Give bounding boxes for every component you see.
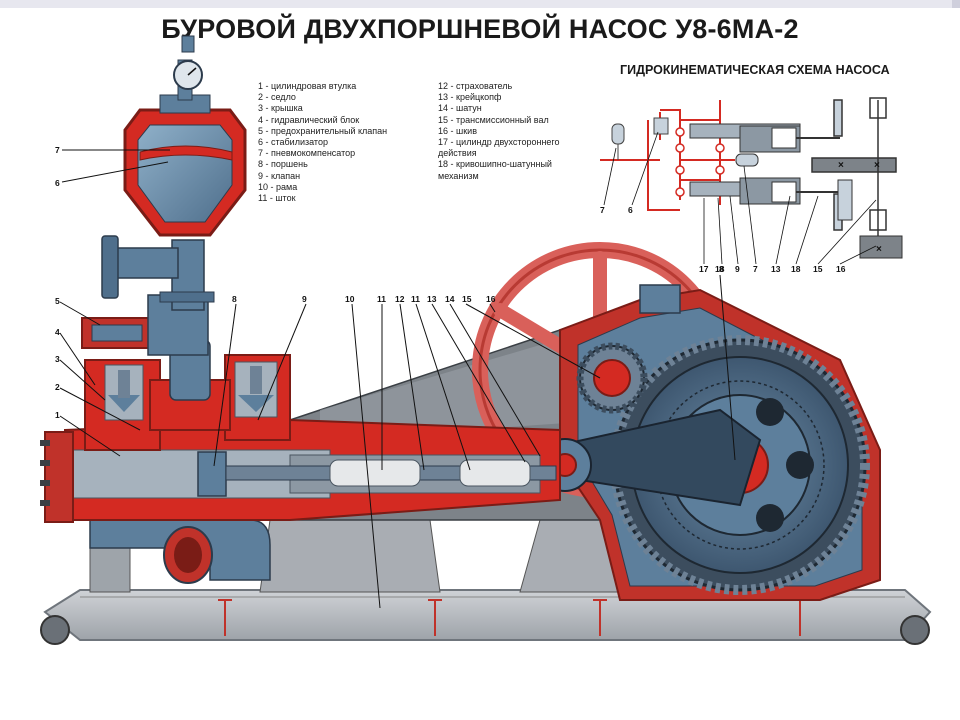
- scheme-callout-17: 17: [699, 264, 709, 274]
- suction-pipe: [89, 519, 271, 584]
- safety-valve: [81, 317, 153, 349]
- legend-right: 12 - страхователь 13 - крейцкопф 14 - ша…: [438, 81, 588, 182]
- legend-item: 9 - клапан: [258, 170, 301, 181]
- pinion-gear: [576, 342, 648, 414]
- callout-5: 5: [55, 296, 60, 306]
- callout-11: 11: [377, 294, 386, 304]
- callout-14: 14: [445, 294, 455, 304]
- frame-rama: [40, 589, 932, 645]
- scheme-cross-1: ×: [838, 160, 844, 171]
- gearbox-cover: [639, 284, 681, 314]
- valve-box-right: [224, 354, 291, 441]
- scheme-callout-18: 18: [791, 264, 801, 274]
- valve-box-left: [84, 359, 161, 451]
- legend-left: 1 - цилиндровая втулка 2 - седло 3 - кры…: [258, 81, 428, 204]
- callout-2: 2: [55, 382, 60, 392]
- callout-8: 8: [232, 294, 237, 304]
- legend-item: 18 - кривошипно-шатунный механизм: [438, 159, 552, 181]
- legend-item: 1 - цилиндровая втулка: [258, 81, 357, 91]
- legend-item: 13 - крейцкопф: [438, 92, 502, 103]
- top-bar-corner: [952, 0, 960, 8]
- callout-13: 13: [427, 294, 437, 304]
- callout-1: 1: [55, 410, 60, 420]
- callout-4: 4: [55, 327, 60, 337]
- legend-item: 15 - трансмиссионный вал: [438, 114, 549, 125]
- legend-item: 2 - седло: [258, 92, 296, 103]
- callout-12: 12: [395, 294, 405, 304]
- legend-item: 10 - рама: [258, 181, 298, 192]
- legend-item: 8 - поршень: [258, 159, 308, 170]
- callout-18: 18: [715, 264, 725, 274]
- legend-item: 17 - цилиндр двухстороннего действия: [438, 137, 560, 159]
- callout-11b: 11: [411, 294, 420, 304]
- legend-item: 12 - страхователь: [438, 81, 513, 91]
- scheme-callout-13: 13: [771, 264, 781, 274]
- scheme-callout-7b: 7: [753, 264, 758, 274]
- scheme-cross-2: ×: [874, 160, 880, 171]
- callout-9: 9: [302, 294, 307, 304]
- scheme-callout-9: 9: [735, 264, 740, 274]
- callout-6: 6: [55, 178, 60, 188]
- legend-item: 16 - шкив: [438, 125, 477, 136]
- callout-10: 10: [345, 294, 355, 304]
- kinematic-scheme: × × × 7 6 17 8 9 7 13 18 15 16: [600, 97, 903, 274]
- discharge-pipe: [101, 235, 215, 356]
- legend-item: 4 - гидравлический блок: [258, 114, 360, 125]
- legend-item: 5 - предохранительный клапан: [258, 125, 388, 136]
- legend-item: 3 - крышка: [258, 103, 303, 114]
- callout-numbers: 7 6 5 4 3 2 1 8 9 10 11 12 11 13 14 15 1…: [55, 145, 725, 420]
- legend-item: 6 - стабилизатор: [258, 137, 328, 148]
- callout-7: 7: [55, 145, 60, 155]
- callout-3: 3: [55, 354, 60, 364]
- top-bar: [0, 0, 960, 8]
- callout-15: 15: [462, 294, 472, 304]
- legend-item: 7 - пневмокомпенсатор: [258, 148, 356, 159]
- leader-lines: [59, 149, 736, 609]
- page-title: БУРОВОЙ ДВУХПОРШНЕВОЙ НАСОС У8-6МА-2: [161, 14, 799, 44]
- scheme-callout-15: 15: [813, 264, 823, 274]
- pneumatic-compensator: [123, 35, 247, 237]
- scheme-callout-16: 16: [836, 264, 846, 274]
- scheme-callout-7: 7: [600, 205, 605, 215]
- callout-16: 16: [486, 294, 496, 304]
- scheme-callout-8: 8: [719, 264, 724, 274]
- legend-item: 14 - шатун: [438, 103, 482, 114]
- hydraulic-block: [40, 418, 561, 523]
- scheme-cross-3: ×: [876, 244, 882, 255]
- scheme-title: ГИДРОКИНЕМАТИЧЕСКАЯ СХЕМА НАСОСА: [620, 63, 890, 77]
- legend-item: 11 - шток: [258, 193, 296, 204]
- scheme-callout-6: 6: [628, 205, 633, 215]
